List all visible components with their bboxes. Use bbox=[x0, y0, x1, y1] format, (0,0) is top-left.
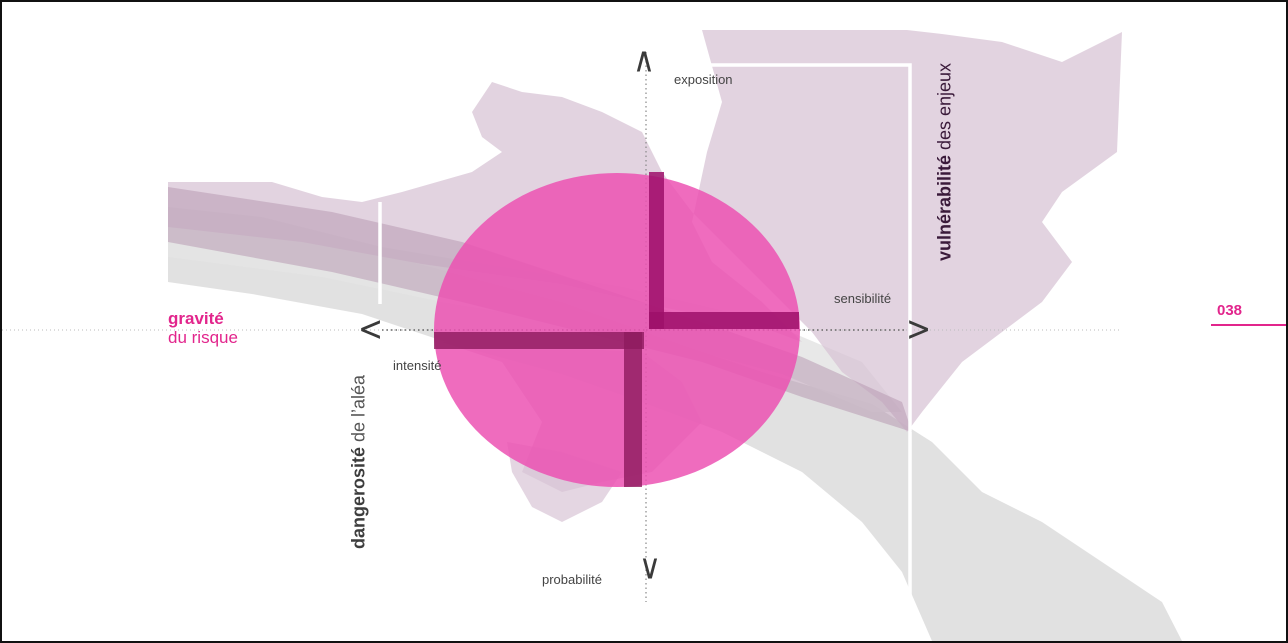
arrow-down-icon: ∨ bbox=[639, 547, 661, 588]
vulnerabilite-bold: vulnérabilité bbox=[934, 155, 955, 262]
dangerosite-rest: de l’aléa bbox=[348, 374, 369, 448]
exposition-bar bbox=[649, 172, 664, 329]
label-intensite: intensité bbox=[393, 358, 442, 373]
vulnerabilite-bracket bbox=[702, 63, 912, 599]
gravite-rest: du risque bbox=[168, 328, 238, 347]
dangerosite-label: dangerosité de l’aléa bbox=[349, 375, 370, 549]
gravite-label: gravité du risque bbox=[168, 309, 238, 347]
label-probabilite: probabilité bbox=[542, 572, 602, 587]
risk-ellipse bbox=[434, 173, 800, 487]
vulnerabilite-rest: des enjeux bbox=[934, 62, 955, 156]
arrow-up-icon: ∧ bbox=[633, 40, 655, 81]
page-number: 038 bbox=[1217, 302, 1243, 319]
vulnerabilite-label: vulnérabilité des enjeux bbox=[935, 63, 956, 261]
label-exposition: exposition bbox=[674, 72, 733, 87]
arrow-left-icon: < bbox=[358, 309, 384, 350]
map-grey-band bbox=[168, 207, 1182, 641]
probabilite-bar bbox=[624, 332, 642, 487]
dangerosite-bold: dangerosité bbox=[348, 447, 369, 550]
intensite-bar bbox=[434, 332, 644, 349]
sensibilite-bar bbox=[649, 312, 799, 329]
gravite-bold: gravité bbox=[168, 309, 224, 328]
arrow-right-icon: > bbox=[906, 309, 932, 350]
page-number-rule bbox=[1211, 324, 1286, 326]
label-sensibilite: sensibilité bbox=[834, 291, 892, 306]
